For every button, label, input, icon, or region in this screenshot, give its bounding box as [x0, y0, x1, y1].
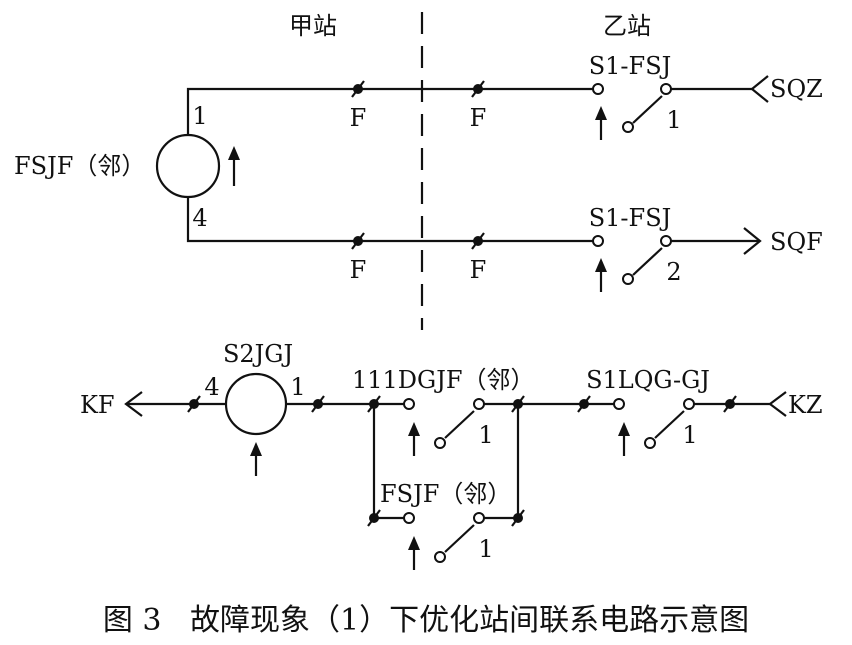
contact-s1lqg-gj-label: S1LQG-GJ [586, 366, 710, 394]
sqf-terminal-label: SQF [770, 228, 823, 256]
contact-fsjf-label: FSJF（邻） [380, 480, 511, 508]
fuse-top-right [471, 80, 485, 98]
s1-fsj-label-top: S1-FSJ [589, 52, 672, 80]
s1-fsj-contact-bottom [592, 235, 672, 292]
fsjf-relay-arrow [228, 146, 240, 186]
fsjf-pin-top: 1 [192, 102, 207, 130]
fuse-label: F [470, 104, 487, 132]
kz-terminal-label: KZ [788, 391, 823, 419]
fuse-label: F [350, 256, 367, 284]
sqz-terminal-arrow [750, 75, 769, 103]
s2jgj-relay-coil [224, 372, 288, 436]
fuse-lower-c [723, 395, 737, 413]
kz-terminal-arrow [768, 391, 787, 417]
figure-caption: 图 3 故障现象（1）下优化站间联系电路示意图 [103, 603, 749, 638]
kf-terminal-label: KF [80, 391, 115, 419]
branch-junction-right [511, 509, 525, 527]
fuse-bottom-left [351, 232, 365, 250]
s2jgj-pin-left: 4 [204, 373, 219, 401]
branch-junction-left [367, 509, 381, 527]
fsjf-relay-coil [155, 133, 221, 199]
contact-111dgjf-label: 111DGJF（邻） [352, 366, 535, 394]
sqz-terminal-label: SQZ [770, 75, 823, 103]
contact-111dgjf [403, 398, 485, 456]
sqf-terminal-arrow [743, 227, 762, 255]
fuse-label: F [350, 104, 367, 132]
contact-s1lqg-gj [613, 398, 695, 456]
contact-s1lqg-gj-num: 1 [682, 421, 697, 449]
s2jgj-relay-arrow [250, 442, 262, 476]
fuse-top-left [351, 80, 365, 98]
fuse-lower-b [577, 395, 591, 413]
station-left-label: 甲站 [289, 12, 337, 40]
contact-fsjf-num: 1 [478, 535, 493, 563]
contact-num-top: 1 [666, 106, 681, 134]
wire-top [186, 87, 596, 152]
s2jgj-pin-right: 1 [290, 373, 305, 401]
fuse-label: F [470, 256, 487, 284]
fuse-lower-a [311, 395, 325, 413]
s1-fsj-label-bottom: S1-FSJ [589, 204, 672, 232]
station-right-label: 乙站 [603, 12, 651, 40]
fsjf-relay-label: FSJF（邻） [14, 152, 145, 180]
wire-bottom [186, 197, 596, 243]
contact-111dgjf-num: 1 [478, 421, 493, 449]
contact-num-bottom: 2 [666, 258, 681, 286]
s1-fsj-contact-top [592, 83, 672, 140]
fuse-kf [187, 395, 201, 413]
contact-fsjf-branch [403, 512, 485, 570]
fuse-bottom-right [471, 232, 485, 250]
s2jgj-relay-label: S2JGJ [223, 340, 293, 368]
fsjf-pin-bottom: 4 [192, 204, 207, 232]
